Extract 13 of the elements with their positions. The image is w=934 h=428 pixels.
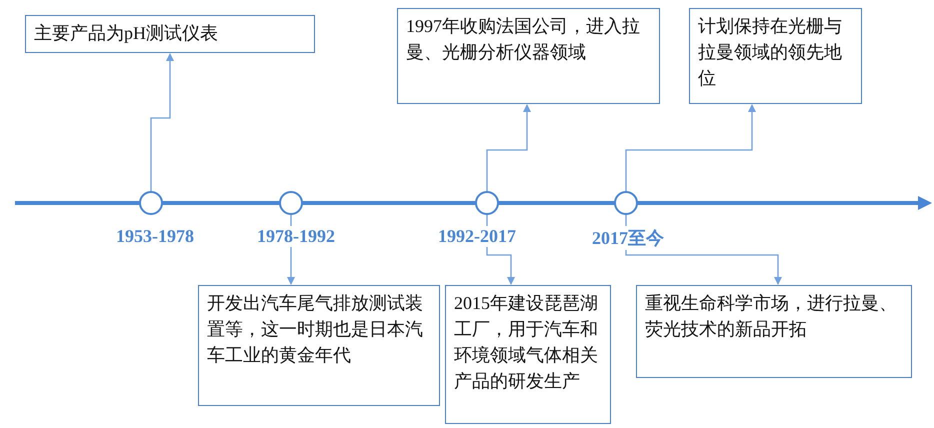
year-label: 1978-1992 xyxy=(255,226,337,247)
year-label: 2017至今 xyxy=(590,226,666,250)
event-box: 2015年建设琵琶湖工厂，用于汽车和环境领域气体相关产品的研发生产 xyxy=(445,285,611,424)
connector-arrow xyxy=(486,104,531,192)
event-box: 主要产品为pH测试仪表 xyxy=(25,15,315,53)
connector-arrow xyxy=(150,53,174,192)
event-box: 开发出汽车尾气排放测试装置等，这一时期也是日本汽车工业的黄金年代 xyxy=(198,285,440,406)
event-box: 1997年收购法国公司，进入拉曼、光栅分析仪器领域 xyxy=(397,8,660,104)
event-box: 计划保持在光栅与拉曼领域的领先地位 xyxy=(689,8,862,104)
year-label: 1992-2017 xyxy=(436,226,518,247)
connector-arrow xyxy=(625,214,782,285)
connector-arrow xyxy=(625,104,756,192)
event-box: 重视生命科学市场，进行拉曼、荧光技术的新品开拓 xyxy=(636,285,912,378)
